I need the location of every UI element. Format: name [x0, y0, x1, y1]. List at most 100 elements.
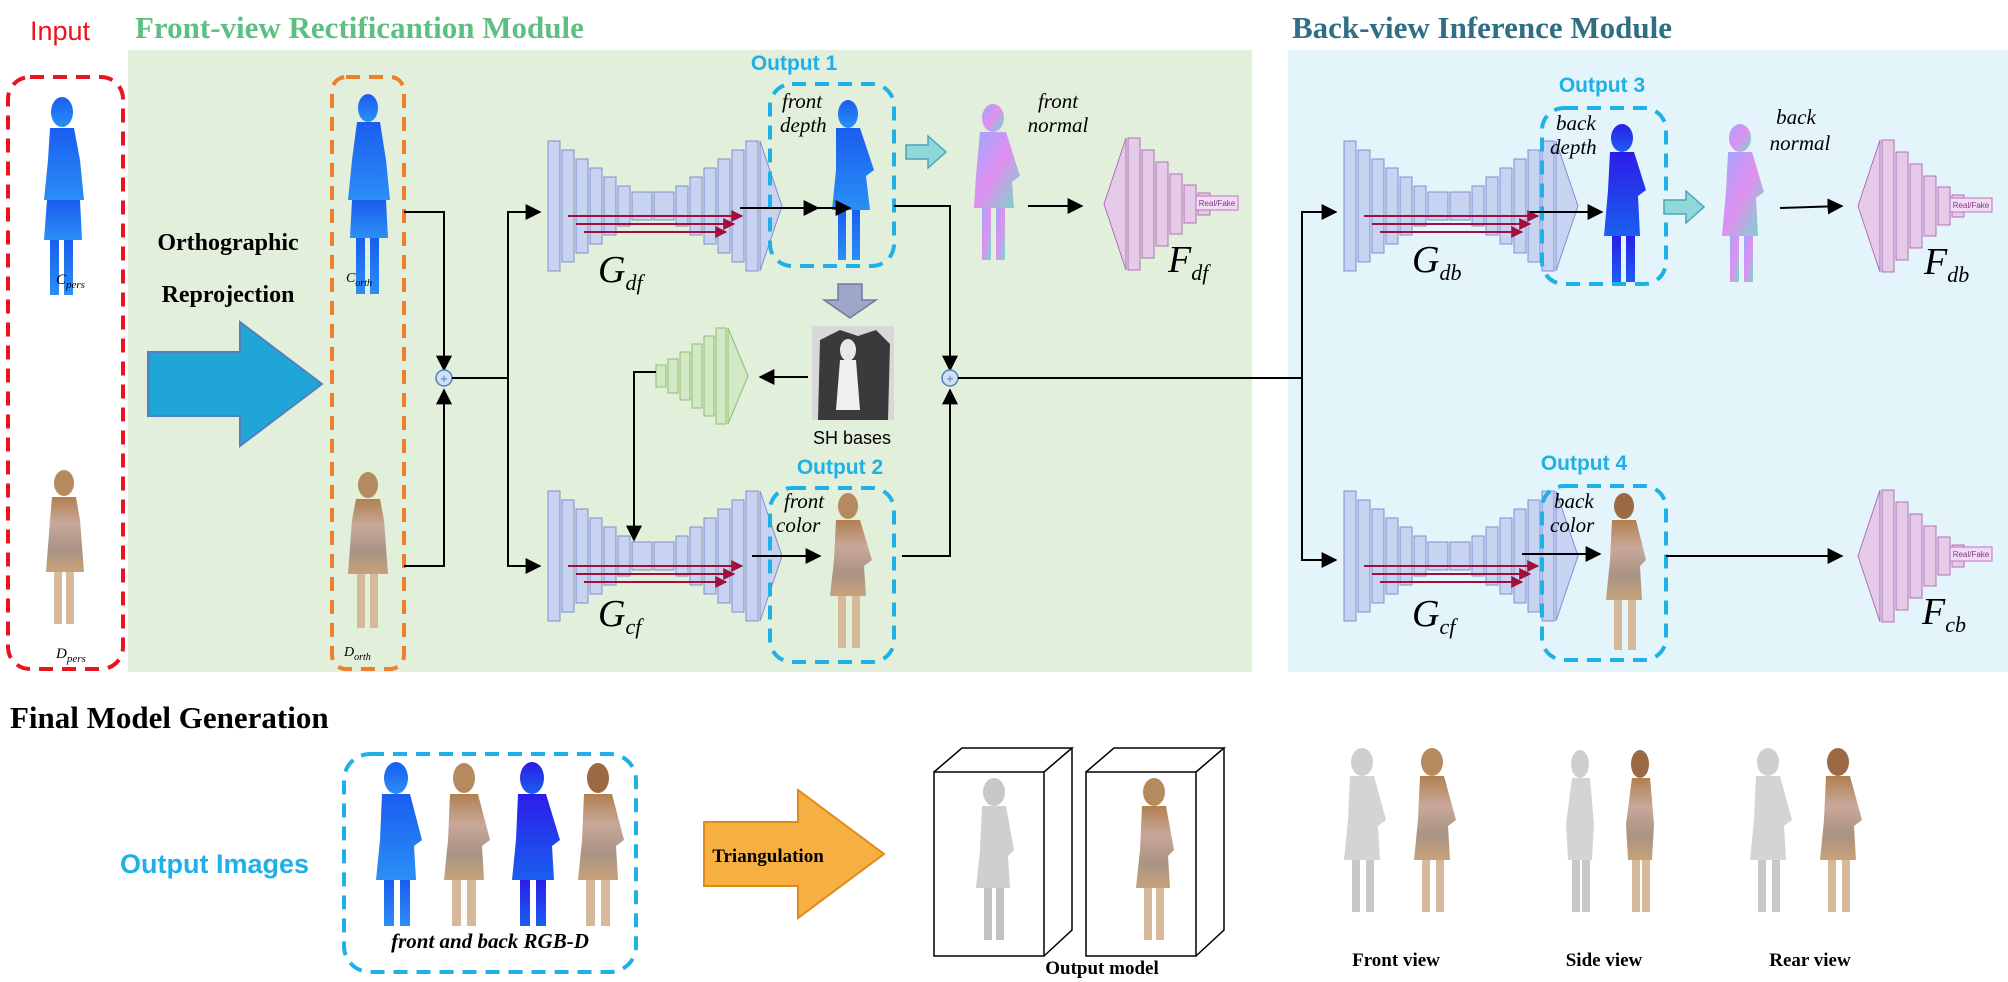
discriminator-layer — [1169, 173, 1183, 235]
generator-layer — [547, 490, 561, 622]
output-1-box — [768, 82, 896, 268]
svg-text:+: + — [440, 371, 448, 386]
discriminator-input-head — [1857, 489, 1881, 623]
rgbd-caption: front and back RGB-D — [391, 929, 589, 953]
generator-layer — [575, 158, 589, 254]
output-2-label: Output 2 — [797, 456, 883, 479]
generator-layer — [1343, 140, 1357, 272]
output-1-label: Output 1 — [751, 52, 838, 75]
input-box — [6, 75, 125, 671]
g-cb-label: Gcf — [1412, 593, 1458, 639]
generator-layer — [717, 158, 731, 254]
generator-layer — [1471, 535, 1485, 577]
generator-layer — [617, 185, 631, 227]
front-real-fake-box — [1195, 195, 1239, 211]
rgbd-figure-front-color — [444, 763, 490, 926]
generator-layer — [1513, 508, 1527, 604]
g-db-label: Gdb — [1412, 239, 1461, 285]
discriminator-layer — [1937, 536, 1951, 576]
generator-layer — [653, 541, 675, 571]
output-model-gray-figure — [976, 778, 1014, 940]
front-depth-label-1: front — [782, 89, 823, 113]
output-model-box-gray — [933, 747, 1075, 957]
sh-encoder-layer — [703, 335, 715, 417]
discriminator-layer — [1909, 513, 1923, 599]
generator-layer — [1471, 185, 1485, 227]
rear-view-label: Rear view — [1769, 950, 1851, 971]
front-depth-figure — [832, 100, 874, 260]
sh-to-gcf-arrow — [626, 371, 656, 542]
side-view-figures — [1566, 750, 1654, 912]
back-normal-label-2: normal — [1770, 131, 1831, 155]
orth-depth-figure — [348, 94, 390, 294]
front-module-title: Front-view Rectificantion Module — [135, 10, 584, 45]
output2-to-concat2 — [902, 388, 958, 557]
generator-layer — [1399, 526, 1413, 586]
generator-layer — [575, 508, 589, 604]
sh-encoder-layer — [667, 358, 679, 394]
back-module-title: Back-view Inference Module — [1292, 10, 1672, 45]
normal-conversion-arrow — [905, 134, 948, 170]
sh-encoder-layer — [715, 327, 727, 425]
generator-layer — [631, 191, 653, 221]
generator-layer — [603, 526, 617, 586]
generator-layer — [731, 149, 745, 263]
sh-encoder-layer — [691, 343, 703, 409]
generator-layer — [675, 185, 689, 227]
back-depth-real-fake-box — [1949, 197, 1993, 213]
sh-bases-label: SH bases — [813, 428, 891, 448]
generator-layer — [1427, 541, 1449, 571]
generator-layer — [561, 499, 575, 613]
f-db-label: Fdb — [1923, 241, 1969, 287]
discriminator-input-head — [1857, 139, 1881, 273]
front-view-label: Front view — [1352, 950, 1440, 971]
generator-layer — [731, 499, 745, 613]
front-color-label-2: color — [776, 513, 821, 537]
generator-layer — [1485, 176, 1499, 236]
triangulation-label: Triangulation — [712, 846, 824, 867]
connector-to-gdb — [1301, 204, 1338, 378]
back-normal-label-1: back — [1776, 105, 1816, 129]
side-view-label: Side view — [1566, 950, 1643, 971]
reprojection-label-1: Orthographic — [157, 230, 299, 256]
sh-encoder-layer — [655, 364, 667, 388]
output-4-label: Output 4 — [1541, 452, 1628, 475]
generator-layer — [1527, 149, 1541, 263]
g-df-label: Gdf — [598, 249, 645, 295]
front-color-label-1: front — [784, 489, 825, 513]
generator-layer — [689, 176, 703, 236]
generator-layer — [1449, 541, 1471, 571]
back-depth-label-2: depth — [1550, 135, 1597, 159]
front-depth-label-2: depth — [780, 113, 827, 137]
sh-encoder-layer — [679, 351, 691, 401]
generator-layer — [1485, 526, 1499, 586]
sh-bases-figure — [812, 326, 894, 420]
discriminator-layer — [1155, 161, 1169, 247]
generator-layer — [717, 508, 731, 604]
orthographic-box — [330, 75, 406, 671]
back-normal-figure — [1722, 124, 1764, 282]
connector-to-gcb — [1301, 378, 1338, 568]
generator-layer — [1413, 535, 1427, 577]
back-normal-to-disc-arrow — [1779, 198, 1844, 215]
generator-layer — [561, 149, 575, 263]
output-model-box-color — [1085, 747, 1227, 957]
d-orth-label: Dorth — [343, 645, 371, 663]
svg-text:Real/Fake: Real/Fake — [1953, 550, 1990, 559]
discriminator-layer — [1937, 186, 1951, 226]
sh-down-arrow — [821, 283, 879, 319]
output-model-label: Output model — [1045, 958, 1159, 979]
c-pers-label: Cpers — [56, 272, 85, 291]
output-3-label: Output 3 — [1559, 74, 1645, 97]
generator-back-depth — [1343, 140, 1579, 272]
generator-layer — [1527, 499, 1541, 613]
discriminator-layer — [1127, 137, 1141, 271]
sh-encoder-head — [727, 327, 749, 425]
generator-layer — [1541, 490, 1555, 622]
discriminator-layer — [1895, 501, 1909, 611]
output-3-box — [1540, 106, 1668, 286]
front-color-figure — [830, 493, 872, 648]
triangulation-arrow — [703, 788, 886, 920]
generator-layer — [1357, 149, 1371, 263]
back-color-figure — [1606, 493, 1646, 650]
